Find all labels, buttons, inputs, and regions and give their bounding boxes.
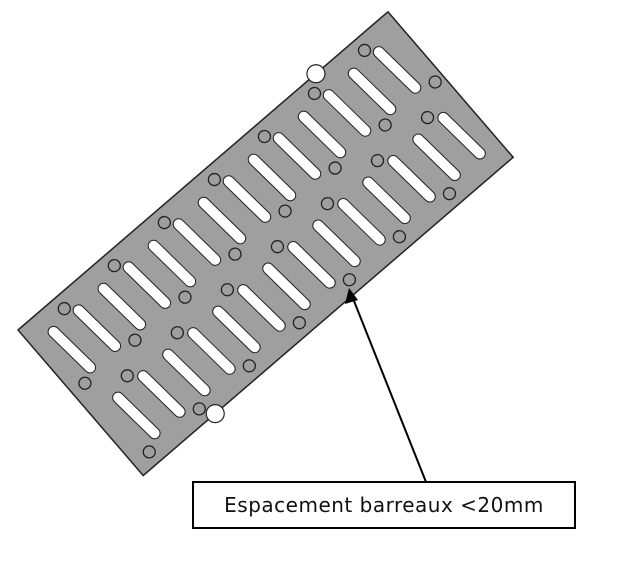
grate-slot (262, 262, 311, 311)
grate-slot (412, 133, 461, 182)
bolt-hole (178, 290, 192, 304)
grate-slot (312, 219, 361, 268)
bolt-hole (120, 369, 134, 383)
bolt-hole (357, 43, 372, 58)
annotation-box: Espacement barreaux <20mm (192, 481, 576, 529)
annotation-label: Espacement barreaux <20mm (224, 493, 544, 517)
grate-slot (162, 348, 211, 397)
grate-slot (347, 67, 397, 116)
arrow-line (351, 295, 427, 483)
bolt-hole (107, 258, 121, 273)
bolt-hole (192, 402, 206, 416)
bolt-hole (142, 445, 156, 459)
bolt-hole (157, 215, 172, 230)
grate-slot (122, 261, 172, 309)
grate-slot (147, 239, 197, 288)
grate-slot (387, 154, 436, 203)
bolt-hole (257, 129, 272, 144)
grate-slot (297, 110, 347, 159)
grate-slot (322, 89, 372, 137)
bolt-hole (442, 187, 457, 201)
grate-slot (247, 153, 297, 202)
grate-slot (172, 218, 222, 266)
grate-slot (97, 282, 147, 331)
bolt-hole (220, 283, 235, 297)
bolt-hole (307, 86, 322, 101)
arrow-head (345, 288, 358, 304)
grate-slot (137, 370, 186, 418)
grate-slot (437, 111, 486, 160)
bolt-hole (242, 359, 256, 373)
bolt-hole (270, 240, 285, 254)
grate-slot (47, 325, 97, 374)
bolt-hole (170, 326, 184, 340)
grate-slot (212, 305, 261, 354)
bolt-hole (342, 273, 357, 287)
bolt-hole (278, 204, 292, 218)
grate-slot (337, 198, 386, 246)
bolt-hole (370, 153, 385, 168)
bolt-hole (228, 247, 242, 261)
bolt-hole (378, 118, 392, 132)
grate-slot (197, 196, 247, 245)
grate-slot (372, 46, 422, 94)
bolt-hole (428, 75, 442, 89)
bolt-hole (57, 302, 71, 316)
corner-notch (306, 64, 326, 84)
grate-slot (237, 284, 286, 332)
bolt-hole (78, 376, 92, 390)
grate-slot (287, 241, 336, 289)
bolt-hole (328, 161, 342, 175)
grate-slot (222, 175, 272, 223)
bolt-hole (207, 172, 222, 187)
bolt-hole (320, 196, 335, 211)
grate-slot (272, 132, 322, 180)
bolt-hole (392, 230, 407, 244)
bolt-hole (420, 110, 435, 125)
grate-slot (187, 327, 236, 375)
grate-plate (16, 10, 515, 477)
grate-slot (72, 304, 122, 352)
bolt-hole (128, 333, 142, 347)
grate-slot (362, 176, 411, 225)
grate-slot (112, 391, 161, 440)
drain-grate (16, 10, 515, 477)
bolt-hole (292, 316, 306, 330)
corner-notch (205, 404, 225, 424)
